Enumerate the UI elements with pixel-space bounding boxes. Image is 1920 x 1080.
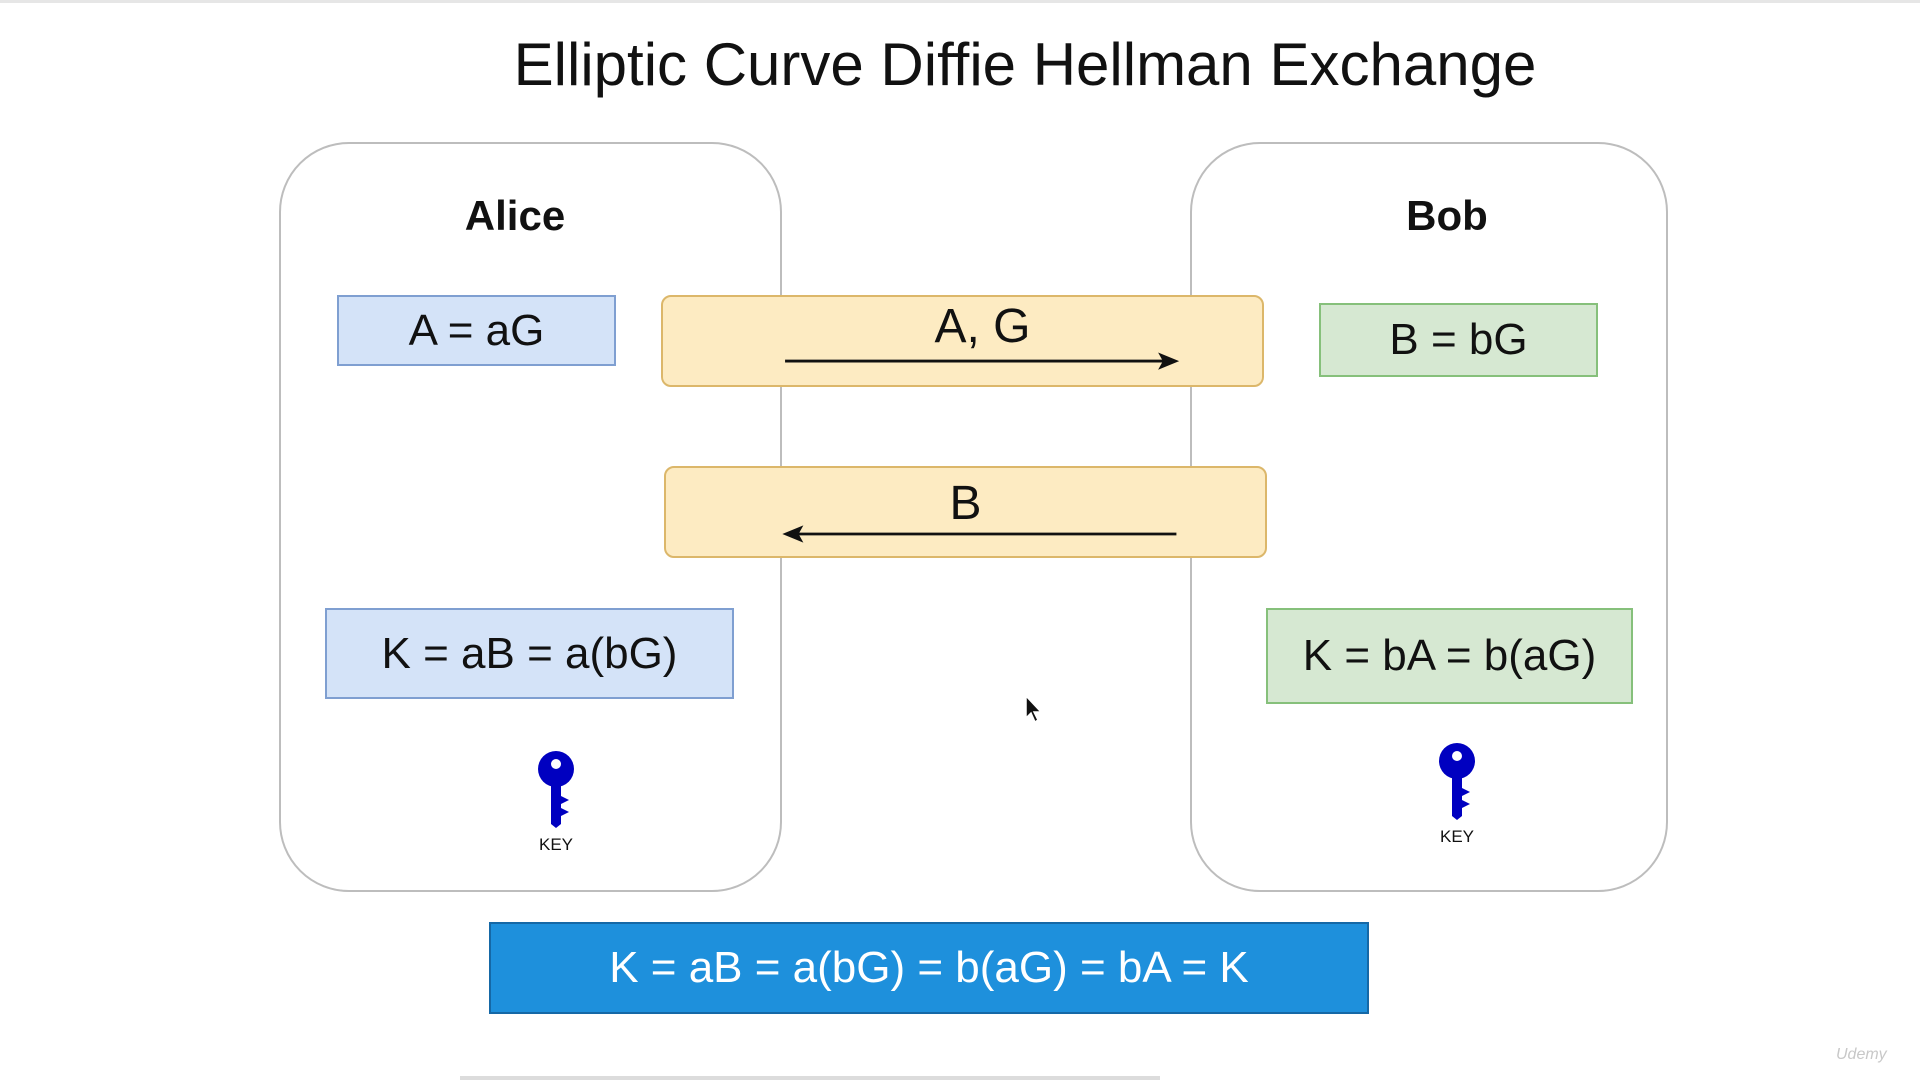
alice-shared-key-text: K = aB = a(bG): [381, 628, 678, 678]
bob-key: KEY: [1407, 742, 1507, 847]
message-to-bob-label: A, G: [934, 300, 1031, 353]
bob-public-key-text: B = bG: [1389, 315, 1528, 364]
alice-key: KEY: [506, 750, 606, 855]
bob-name: Bob: [1406, 192, 1488, 239]
bottom-scrollbar[interactable]: [460, 1076, 1160, 1080]
key-icon: [1439, 743, 1475, 820]
mouse-pointer-icon: [1025, 694, 1043, 724]
bob-public-key-box: B = bG: [1319, 303, 1598, 377]
shared-secret-box: K = aB = a(bG) = b(aG) = bA = K: [489, 922, 1369, 1014]
alice-name: Alice: [464, 192, 566, 239]
alice-public-key-text: A = aG: [408, 305, 545, 355]
watermark: Udemy: [1836, 1046, 1887, 1063]
bob-shared-key-box: K = bA = b(aG): [1266, 608, 1633, 704]
top-border: [0, 0, 1920, 3]
alice-public-key-box: A = aG: [337, 295, 616, 366]
bob-key-label: KEY: [1439, 827, 1475, 846]
message-to-alice: B: [664, 466, 1267, 558]
key-icon: [538, 751, 574, 828]
diagram-title: Elliptic Curve Diffie Hellman Exchange: [513, 31, 1537, 98]
message-to-bob: A, G: [661, 295, 1264, 387]
message-to-alice-label: B: [949, 477, 982, 530]
arrow-left-icon: [782, 525, 1177, 543]
bob-shared-key-text: K = bA = b(aG): [1302, 631, 1597, 680]
alice-key-label: KEY: [538, 835, 574, 854]
arrow-right-icon: [785, 352, 1180, 370]
alice-shared-key-box: K = aB = a(bG): [325, 608, 734, 699]
shared-secret-text: K = aB = a(bG) = b(aG) = bA = K: [609, 943, 1249, 992]
